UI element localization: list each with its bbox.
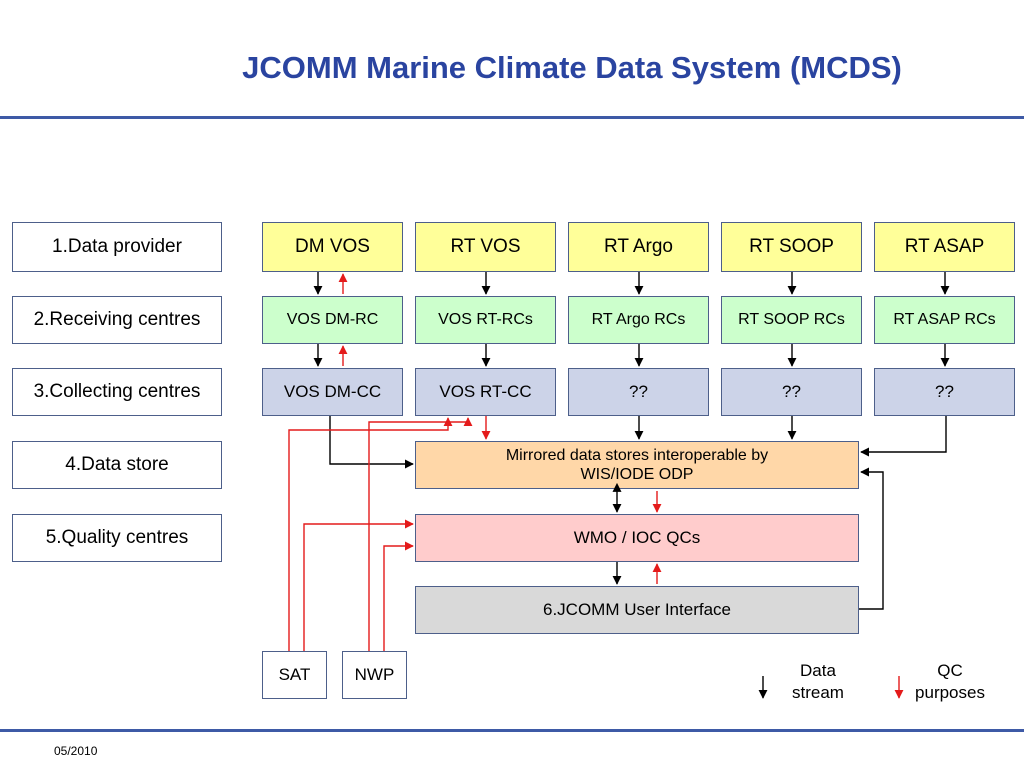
- arrow-ui-to-store: [859, 467, 884, 610]
- legend-data-stream-label: Data stream: [792, 661, 844, 703]
- nwp-box: NWP: [342, 651, 407, 699]
- receiver-vos-dm-rc: VOS DM-RC: [262, 296, 403, 344]
- sat-box: SAT: [262, 651, 327, 699]
- row-label-receiving-centres: 2.Receiving centres: [12, 296, 222, 344]
- collector-vos-dm-cc: VOS DM-CC: [262, 368, 403, 416]
- provider-rt-soop: RT SOOP: [721, 222, 862, 272]
- arrow-nwp-to-qc: [383, 541, 414, 651]
- row-label-collecting-centres: 3.Collecting centres: [12, 368, 222, 416]
- row-label-quality-centres: 5.Quality centres: [12, 514, 222, 562]
- arrow-asapcc-to-store: [860, 416, 947, 457]
- provider-rt-asap: RT ASAP: [874, 222, 1015, 272]
- data-store-line1: Mirrored data stores interoperable by: [505, 446, 769, 464]
- arrow-nwp-to-rtcc: [368, 417, 473, 651]
- bottom-divider: [0, 729, 1024, 732]
- provider-dm-vos: DM VOS: [262, 222, 403, 272]
- collector-soop-unknown: ??: [721, 368, 862, 416]
- top-divider: [0, 116, 1024, 119]
- collector-argo-unknown: ??: [568, 368, 709, 416]
- receiver-rt-asap-rcs: RT ASAP RCs: [874, 296, 1015, 344]
- receiver-vos-rt-rcs: VOS RT-RCs: [415, 296, 556, 344]
- user-interface-box: 6.JCOMM User Interface: [415, 586, 859, 634]
- legend-qc-label: QC purposes: [915, 661, 985, 703]
- row-label-data-store: 4.Data store: [12, 441, 222, 489]
- arrow-dmcc-to-store: [329, 416, 414, 469]
- row-label-data-provider: 1.Data provider: [12, 222, 222, 272]
- data-store-box: Mirrored data stores interoperable by WI…: [415, 441, 859, 489]
- arrow-sat-to-qc: [303, 519, 414, 651]
- data-store-line2: WIS/IODE ODP: [580, 466, 694, 483]
- footer-date: 05/2010: [54, 744, 98, 758]
- receiver-rt-argo-rcs: RT Argo RCs: [568, 296, 709, 344]
- receiver-rt-soop-rcs: RT SOOP RCs: [721, 296, 862, 344]
- qc-box: WMO / IOC QCs: [415, 514, 859, 562]
- collector-vos-rt-cc: VOS RT-CC: [415, 368, 556, 416]
- provider-rt-vos: RT VOS: [415, 222, 556, 272]
- page-title: JCOMM Marine Climate Data System (MCDS): [242, 50, 902, 85]
- collector-asap-unknown: ??: [874, 368, 1015, 416]
- provider-rt-argo: RT Argo: [568, 222, 709, 272]
